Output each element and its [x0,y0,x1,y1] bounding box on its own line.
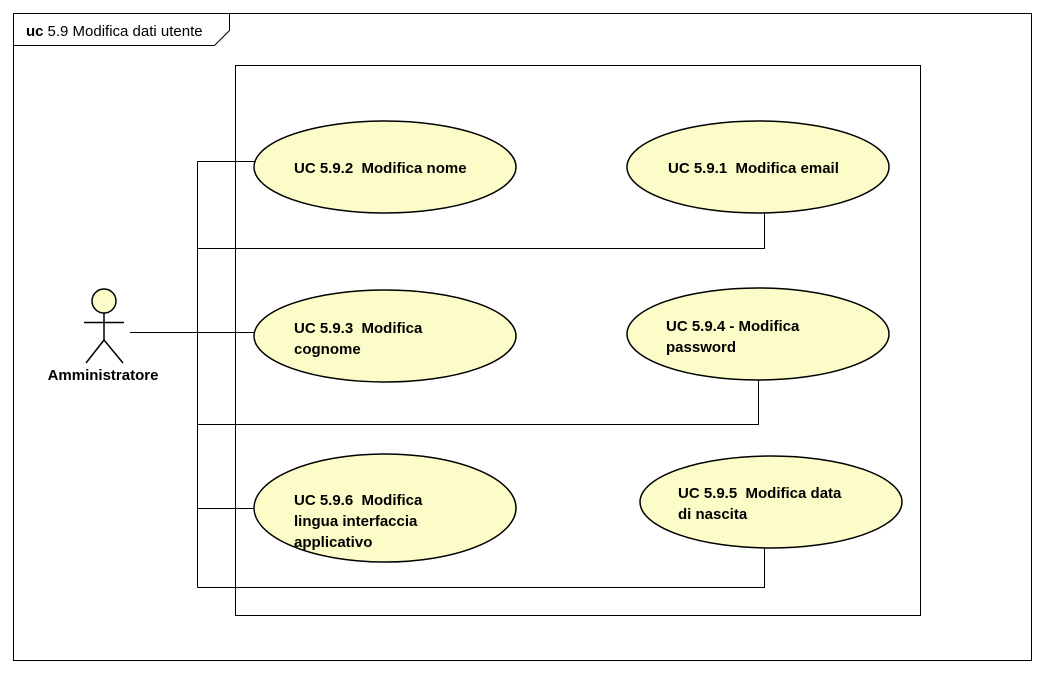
usecase-label: UC 5.9.3 Modifica [294,320,423,337]
frame-keyword: uc [26,23,44,40]
association-uc-5-9-5 [197,548,765,588]
actor-head [91,288,117,314]
association-uc-5-9-1 [197,212,765,249]
usecase-label: UC 5.9.5 Modifica data [678,485,842,502]
usecase-label: cognome [294,341,361,358]
usecase-ellipse [639,455,903,549]
actor-right-leg [103,339,124,364]
usecase-uc-5-9-2[interactable]: UC 5.9.2 Modifica nome [253,120,517,214]
usecase-uc-5-9-1[interactable]: UC 5.9.1 Modifica email [626,120,890,214]
usecase-label: UC 5.9.2 Modifica nome [294,160,467,177]
usecase-ellipse [626,120,890,214]
usecase-ellipse [626,287,890,381]
usecase-label: lingua interfaccia [294,513,418,530]
usecase-label: di nascita [678,506,748,523]
usecase-uc-5-9-3[interactable]: UC 5.9.3 Modifica cognome [253,289,517,383]
usecase-uc-5-9-4[interactable]: UC 5.9.4 - Modifica password [626,287,890,381]
frame-title-text: 5.9 Modifica dati utente [48,23,203,40]
usecase-uc-5-9-5[interactable]: UC 5.9.5 Modifica data di nascita [639,455,903,549]
usecase-label: UC 5.9.4 - Modifica [666,318,800,335]
system-boundary [235,65,921,616]
frame-title-tab [13,13,230,46]
association-uc-5-9-4 [197,380,759,425]
usecase-uc-5-9-6[interactable]: UC 5.9.6 Modifica lingua interfaccia appli… [253,453,517,563]
usecase-label: UC 5.9.6 Modifica [294,492,423,509]
usecase-ellipse [253,289,517,383]
usecase-label: applicativo [294,534,372,551]
actor-left-leg [85,339,105,364]
use-cases: UC 5.9.2 Modifica nome UC 5.9.1 Modifica … [253,120,903,563]
usecase-ellipse [253,453,517,563]
usecase-label: UC 5.9.1 Modifica email [668,160,839,177]
usecase-ellipse [253,120,517,214]
associations [130,161,765,588]
actor-name: Amministratore [48,367,159,384]
usecase-label: password [666,339,736,356]
actor-amministratore[interactable] [84,288,124,364]
diagram-frame [13,13,1032,661]
